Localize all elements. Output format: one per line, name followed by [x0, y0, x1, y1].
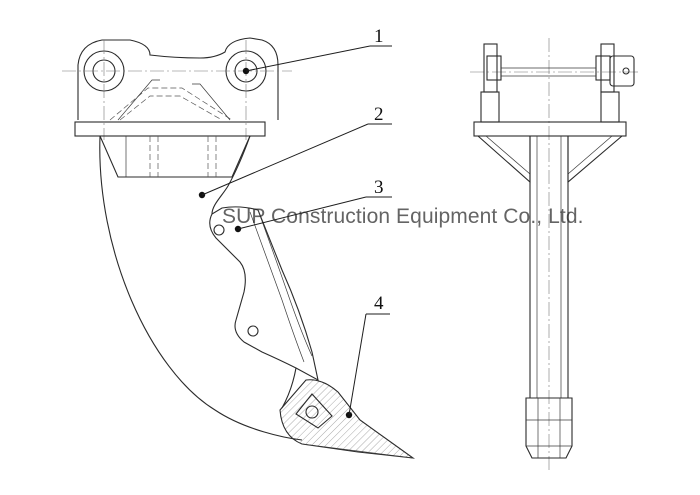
protector-bolt-hole-upper — [213, 224, 225, 236]
callout-3: 3 — [234, 177, 392, 233]
side-view — [62, 37, 416, 459]
callout-2: 2 — [198, 104, 392, 199]
shank-inner-edge — [211, 135, 251, 215]
tooth-tip — [279, 379, 416, 459]
callout-number-3: 3 — [374, 177, 384, 198]
shank-outer-edge — [99, 135, 303, 441]
mount-bracket — [77, 37, 279, 120]
callout-4: 4 — [345, 293, 390, 419]
front-base-plate — [473, 121, 627, 137]
base-plate — [74, 121, 266, 137]
protector-bolt-hole-lower — [247, 325, 259, 337]
pin-head — [609, 55, 635, 87]
watermark-text: SUP Construction Equipment Co., Ltd. — [222, 205, 584, 228]
callout-number-2: 2 — [374, 104, 384, 125]
protector-plate — [209, 206, 319, 382]
callout-1: 1 — [242, 26, 392, 75]
front-view — [470, 38, 640, 472]
callout-number-1: 1 — [374, 26, 384, 47]
gusset-block — [99, 135, 251, 178]
callout-number-4: 4 — [374, 293, 384, 314]
